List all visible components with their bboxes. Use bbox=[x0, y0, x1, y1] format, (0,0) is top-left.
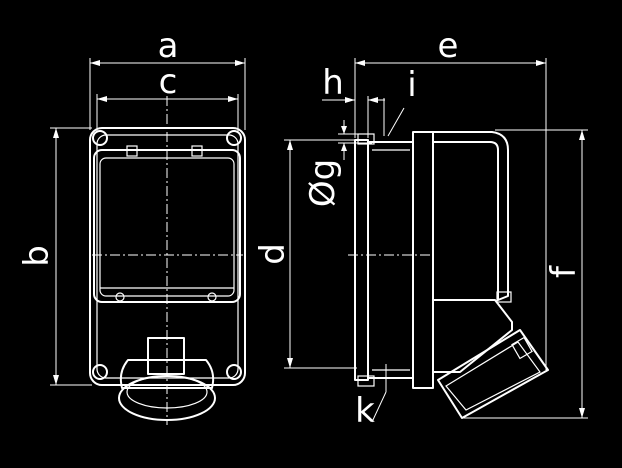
front-housing-outline bbox=[89, 127, 246, 386]
label-b: b bbox=[17, 245, 57, 267]
dim-e-arrow-right bbox=[536, 60, 546, 66]
side-lid-latch bbox=[496, 291, 512, 303]
lid-clip-right bbox=[191, 145, 203, 157]
dim-h-arrow-right bbox=[368, 97, 378, 103]
hinge-screw-right bbox=[207, 292, 217, 302]
side-screw-bottom bbox=[357, 375, 375, 387]
dim-a-arrow-right bbox=[235, 60, 245, 66]
side-main-body bbox=[367, 141, 414, 379]
label-k: k bbox=[355, 391, 375, 431]
label-e: e bbox=[438, 26, 459, 66]
dim-c-arrow-left bbox=[97, 96, 107, 102]
dimension-lines bbox=[50, 58, 588, 423]
side-view bbox=[348, 131, 549, 419]
hinge-screw-left bbox=[115, 292, 125, 302]
dim-h-arrow-left bbox=[345, 97, 355, 103]
dim-a-arrow-left bbox=[90, 60, 100, 66]
corner-screw-top-right bbox=[226, 130, 242, 146]
side-socket-face bbox=[437, 329, 549, 419]
label-h: h bbox=[322, 63, 344, 103]
dim-b-arrow-bottom bbox=[53, 375, 59, 385]
label-i: i bbox=[407, 65, 416, 105]
dim-d-arrow-top bbox=[287, 140, 293, 150]
corner-screw-bottom-right bbox=[226, 364, 242, 380]
dim-k-leader bbox=[371, 391, 387, 423]
dim-e-arrow-left bbox=[355, 60, 365, 66]
dim-f-arrow-top bbox=[579, 130, 585, 140]
front-view bbox=[89, 96, 246, 425]
corner-screw-bottom-left bbox=[92, 364, 108, 380]
label-f: f bbox=[544, 265, 584, 278]
label-g: Øg bbox=[303, 159, 343, 207]
side-socket-face-inner bbox=[445, 341, 541, 411]
dim-g-arrow-bottom bbox=[341, 143, 347, 151]
side-socket-catch bbox=[511, 336, 533, 360]
side-cover bbox=[412, 131, 434, 389]
corner-screw-top-left bbox=[92, 130, 108, 146]
label-c: c bbox=[159, 62, 178, 102]
dim-g-arrow-top bbox=[341, 126, 347, 134]
label-a: a bbox=[158, 26, 179, 66]
label-d: d bbox=[253, 243, 293, 265]
dimension-labels: a c e h i k b d f Øg bbox=[17, 26, 584, 431]
side-socket-housing bbox=[432, 299, 513, 373]
lid-clip-left bbox=[126, 145, 138, 157]
cable-gland-nut bbox=[119, 359, 215, 389]
side-mounting-plate bbox=[354, 139, 369, 381]
side-lid-profile bbox=[432, 131, 509, 301]
cable-gland-neck bbox=[147, 337, 185, 375]
dim-b-arrow-top bbox=[53, 128, 59, 138]
dim-d-arrow-bottom bbox=[287, 358, 293, 368]
dim-f-arrow-bottom bbox=[579, 408, 585, 418]
dim-i-leader bbox=[387, 107, 405, 137]
dim-c-arrow-right bbox=[228, 96, 238, 102]
